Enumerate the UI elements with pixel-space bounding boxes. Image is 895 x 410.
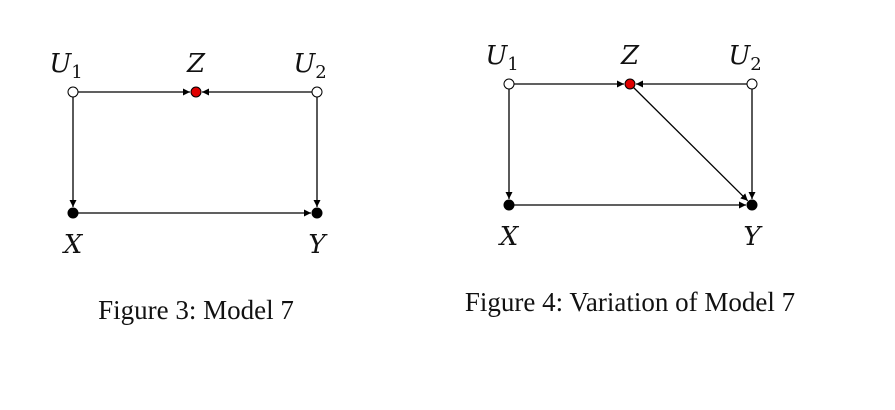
fig4-label-x: X	[498, 222, 520, 252]
fig4-label-u1: U1	[485, 41, 518, 75]
fig4-edge-z-y	[633, 87, 749, 202]
fig4-node-u2	[746, 78, 758, 90]
fig3-node-x	[67, 207, 79, 219]
fig4-label-y: Y	[743, 222, 763, 252]
fig3-label-x: X	[62, 230, 84, 260]
fig3-label-u2: U2	[293, 49, 326, 83]
fig4-label-u2: U2	[728, 41, 761, 75]
fig3-label-u1: U1	[49, 49, 82, 83]
fig4-node-u1	[503, 78, 515, 90]
subscript: 2	[750, 54, 761, 75]
subscript: 2	[315, 62, 326, 83]
fig4-label-z: Z	[620, 41, 640, 71]
fig3-node-u1	[67, 86, 79, 98]
fig3-label-y: Y	[308, 230, 328, 260]
fig4-node-y	[746, 199, 758, 211]
fig3-node-y	[311, 207, 323, 219]
fig3-node-z	[190, 86, 202, 98]
fig4-node-z	[624, 78, 636, 90]
fig4-node-x	[503, 199, 515, 211]
fig3-label-z: Z	[186, 49, 206, 79]
figure-4-caption: Figure 4: Variation of Model 7	[464, 287, 796, 317]
subscript: 1	[71, 62, 82, 83]
fig3-node-u2	[311, 86, 323, 98]
subscript: 1	[507, 54, 518, 75]
figure-3-caption: Figure 3: Model 7	[98, 295, 294, 325]
